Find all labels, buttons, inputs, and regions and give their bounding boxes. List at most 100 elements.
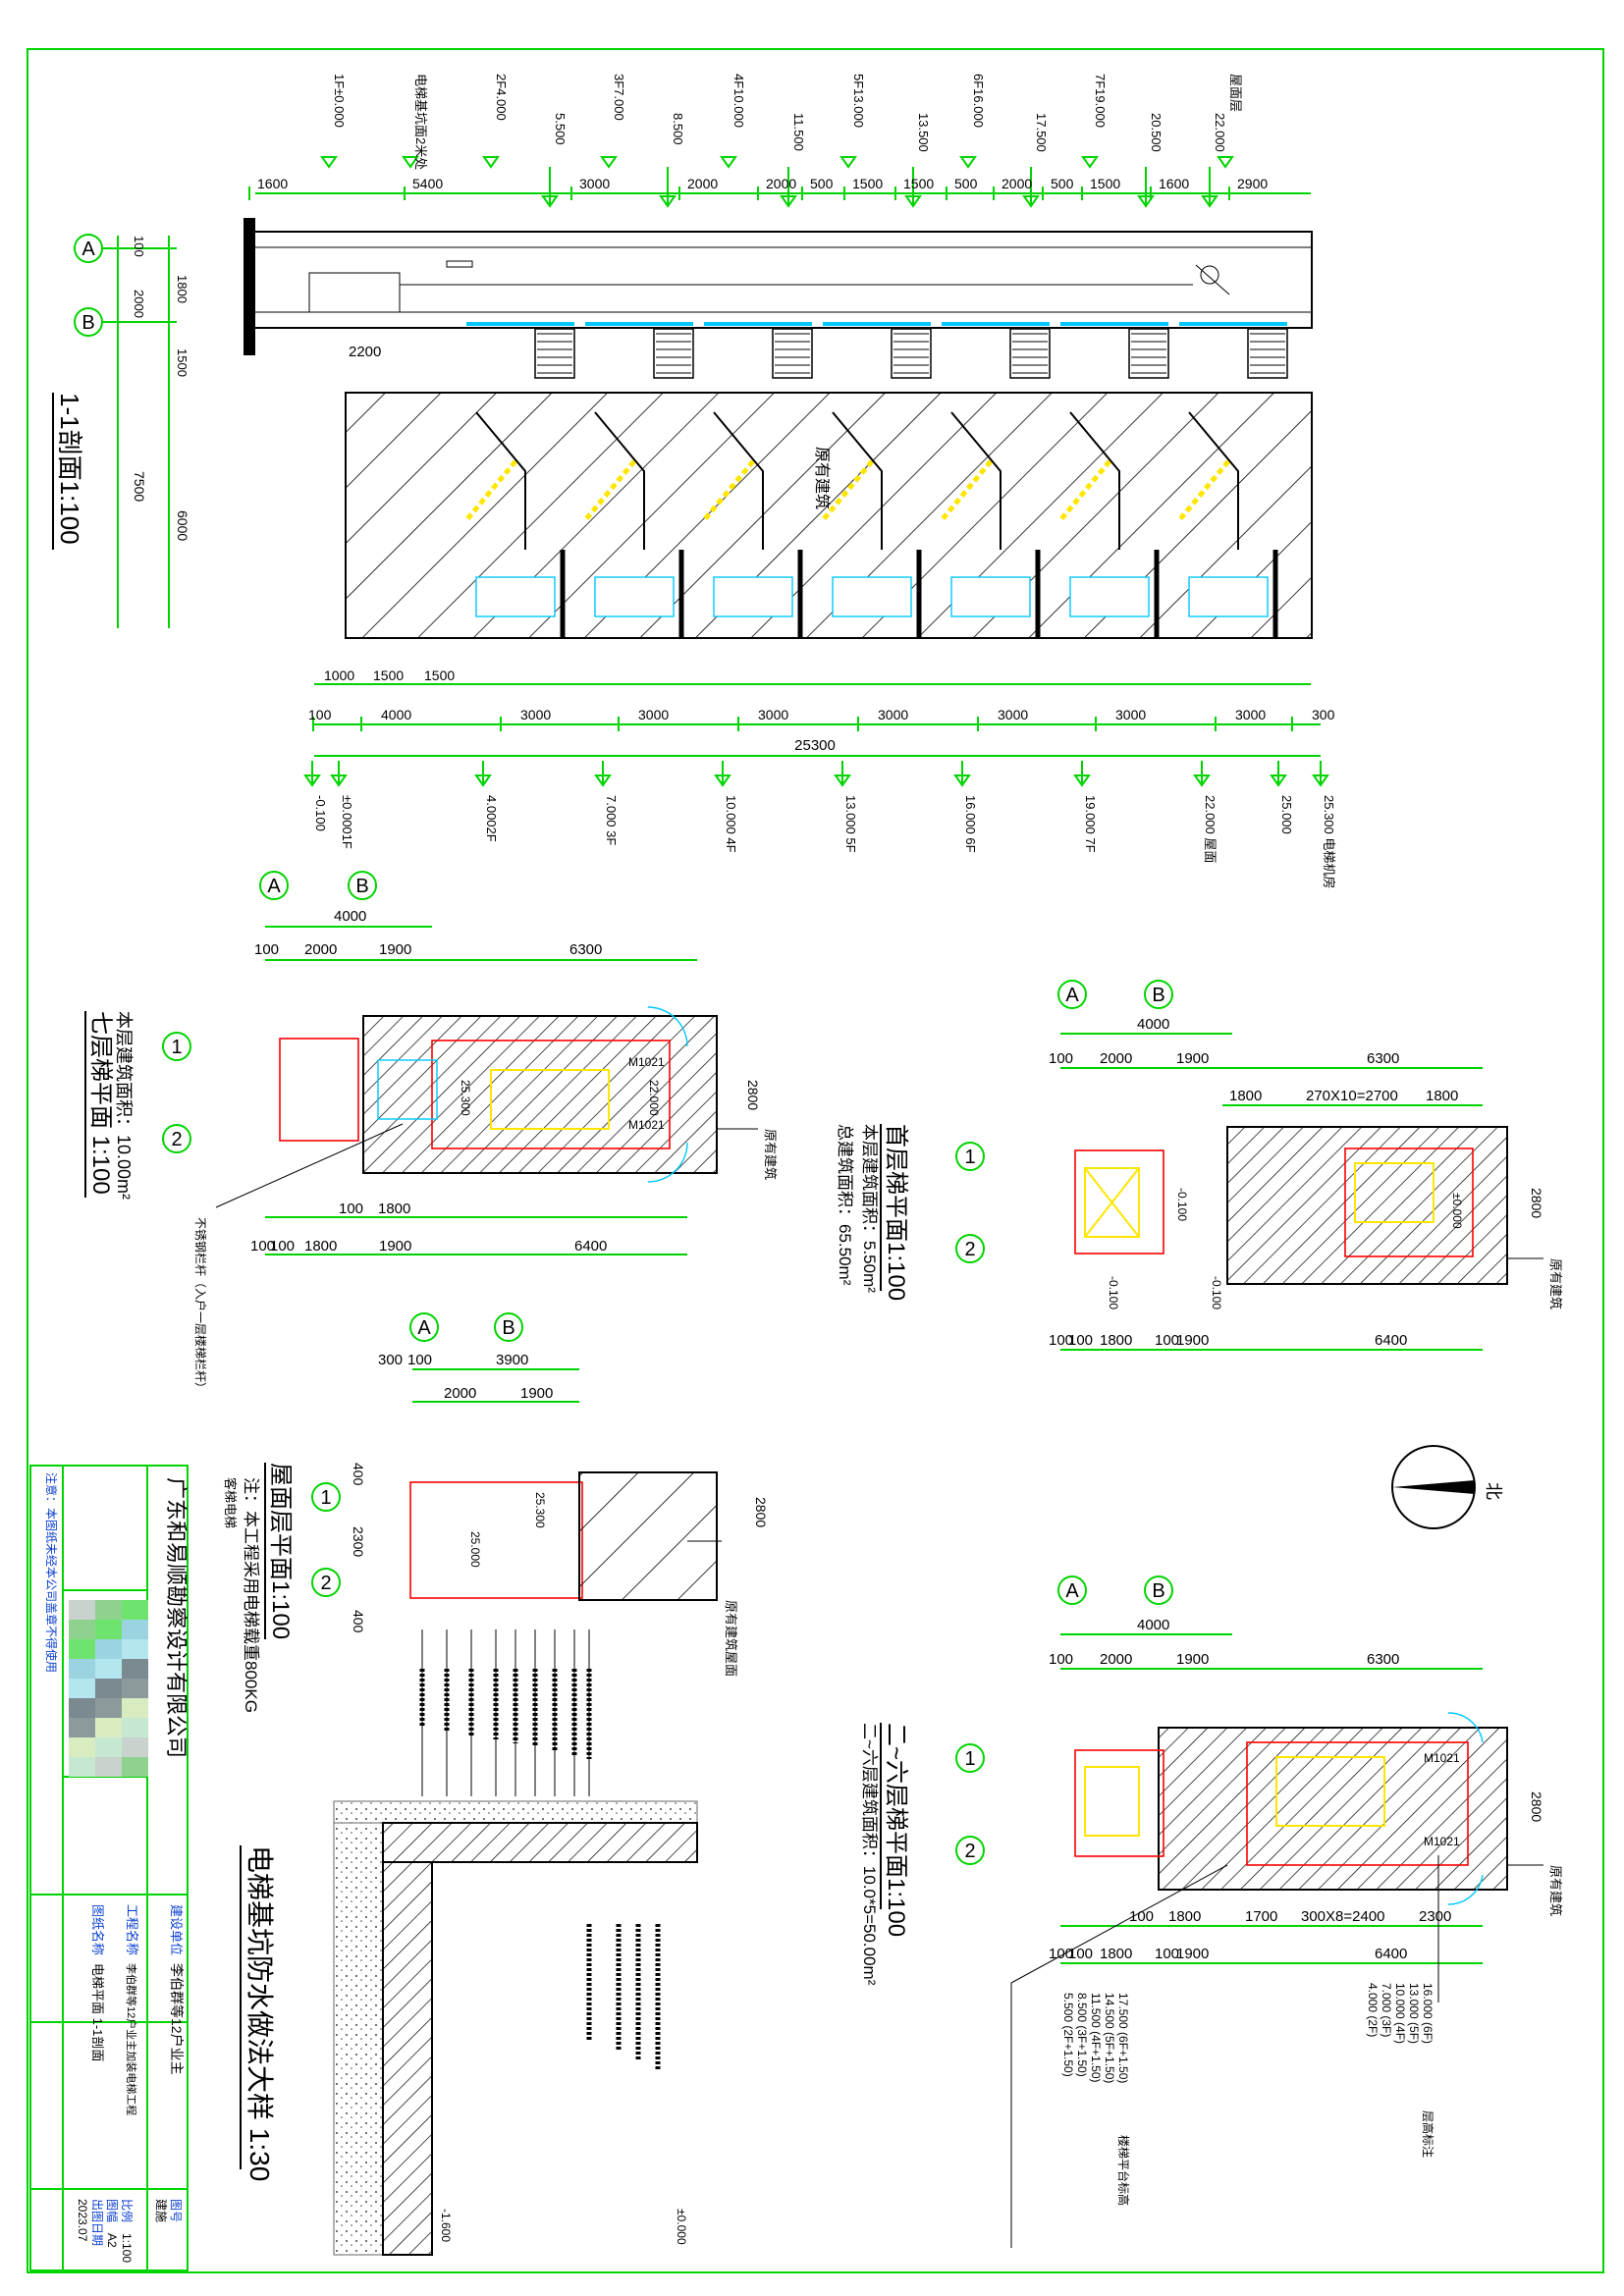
roof-existing-label: 原有建筑屋面 [724,1600,738,1677]
plan26-dim-right: 2800 [1529,1791,1544,1822]
section-blevel-5: 13.000 5F [843,795,858,853]
section-left-dim-6000: 6000 [175,510,190,541]
stamp-pixel [122,1639,148,1659]
stamp-pixel [122,1757,148,1777]
section-level-4: 3F7.000 [612,74,626,121]
stamp-pixel [122,1679,148,1698]
section-level-1: 电梯基坑面2米处 [413,74,428,170]
section-top-dim-9: 2000 [1001,176,1032,191]
stamp-pixel [95,1620,122,1639]
stamp-pixel [95,1639,122,1659]
section-level-11: 17.500 [1034,113,1049,152]
plan7-bdim-1800: 1800 [378,1201,410,1217]
plan1-dim-2000: 2000 [1100,1050,1132,1067]
plan7-axis-2: 2 [171,1129,182,1150]
tb-size: A2 [105,2233,119,2248]
stamp-pixel [95,1757,122,1777]
plan-2-6f: A B 1 2 4000 100 2000 1900 6300 M1021 M1… [860,1575,1563,2248]
plan26-axis-a: A [1065,1580,1079,1602]
stamp-pixel [122,1620,148,1639]
section-left-dim-7500: 7500 [132,471,147,502]
section-left-dim-1800: 1800 [175,275,189,303]
level-triangle [959,156,977,169]
section-top-dim-13: 2900 [1237,176,1268,191]
plan7-dim-100: 100 [254,941,279,958]
section-window [950,576,1031,617]
sheet-border [27,48,1604,2273]
section-stair-flight [534,328,575,379]
plan26-floor-levels-note: 层高标注 [1421,2110,1435,2158]
plan1-axis-b: B [1152,985,1164,1006]
section-stair-flight [1128,328,1169,379]
plan26-dim-2000: 2000 [1100,1651,1132,1668]
tb-company: 广东和易顺勘察设计有限公司 [164,1477,189,1758]
plan1-bdim-a: 100 [1049,1332,1073,1349]
plan26-bdim-1700: 1700 [1245,1908,1277,1925]
section-top-dim-11: 1500 [1090,176,1120,191]
section-window [475,576,556,617]
section-window [1069,576,1150,617]
plan26-bdim-c: 1800 [1100,1946,1132,1962]
plan26-bdim-f: 6400 [1375,1946,1407,1962]
plan7-dim-6300: 6300 [569,941,602,958]
plan26-floor-level-1: 13.000 (5F) [1407,1983,1421,2044]
section-level-7: 11.500 [791,113,806,151]
plan7-bdim-d: 1900 [379,1238,411,1255]
traction-machine [1200,265,1219,285]
stamp-pixel [69,1679,95,1698]
section-bdim-4: 3000 [758,707,788,722]
axis-b-label: B [81,312,94,334]
roof-dim-right: 2800 [753,1497,769,1527]
tb-sheet-label: 图号 [169,2199,183,2222]
plan7-axis-b: B [355,876,368,897]
roof-ldim-400b: 400 [351,1610,366,1633]
section-top-dim-4: 2000 [766,176,796,191]
section-stair-flight [772,328,813,379]
plan26-half-levels-note: 楼梯平台标高 [1116,2135,1131,2206]
section-bdim-0: 100 [308,707,332,722]
plan1-dim-2700: 270X10=2700 [1306,1088,1398,1104]
plan1-landing [1074,1149,1164,1255]
stamp-pixel [69,1600,95,1620]
section-level-5: 8.500 [671,113,685,145]
plan7-bdim-a: 100 [250,1238,275,1255]
plan26-bdim-e: 1900 [1176,1946,1209,1962]
elevator-shaft-outline [252,231,1313,329]
plan26-bdim-2300: 2300 [1419,1908,1451,1925]
section-blevel-1: ±0.0001F [340,795,354,849]
plan7-door-2: M1021 [628,1118,665,1132]
section-top-dim-6: 1500 [852,176,883,191]
section-top-dim-8: 500 [954,176,978,191]
plan7-note: 不锈钢栏杆（入户一层楼梯栏杆） [193,1217,208,1394]
section-stairs [464,322,1288,638]
plan7-dim-right: 2800 [745,1080,761,1110]
section-top-dim-1: 5400 [412,176,443,191]
plan7-level-2: 22.000 [647,1080,661,1116]
stamp-pixel [69,1698,95,1718]
stamp-pixel [69,1620,95,1639]
section-blevel-8: 22.000 屋面 [1203,795,1218,863]
section-level-13: 20.500 [1149,113,1164,152]
stamp-pixel [69,1639,95,1659]
roof-axis-2: 2 [320,1573,331,1594]
plan1-bdim-c: 1800 [1100,1332,1132,1349]
level-triangle [1081,156,1099,169]
stamp-pixel [122,1698,148,1718]
tb-project: 李伯群等12户业主 [169,1963,185,2075]
plan1-dim-100: 100 [1049,1050,1073,1067]
stamp-pixel [95,1659,122,1679]
plan26-floor-level-0: 16.000 (6F) [1421,1983,1435,2044]
plan-7f: A B 1 2 4000 100 2000 1900 6300 M1021 M1… [84,871,778,1394]
plan26-half-levels: 17.500 (6F+1.50)14.500 (5F+1.50)11.500 (… [1061,1993,1131,2206]
plan26-half-level-3: 8.500 (3F+1.50) [1075,1993,1089,2077]
section-stair-flight [653,328,694,379]
plan1-area2: 总建筑面积：65.50m² [836,1124,854,1286]
plan26-dim-100: 100 [1049,1651,1073,1668]
section-stair-flight [1009,328,1051,379]
section-top-dim-2: 3000 [579,176,610,191]
plan7-stair [490,1069,610,1130]
section-top-dim-7: 1500 [903,176,934,191]
section-bdim-5: 3000 [878,707,908,722]
stamp-pixel [95,1600,122,1620]
